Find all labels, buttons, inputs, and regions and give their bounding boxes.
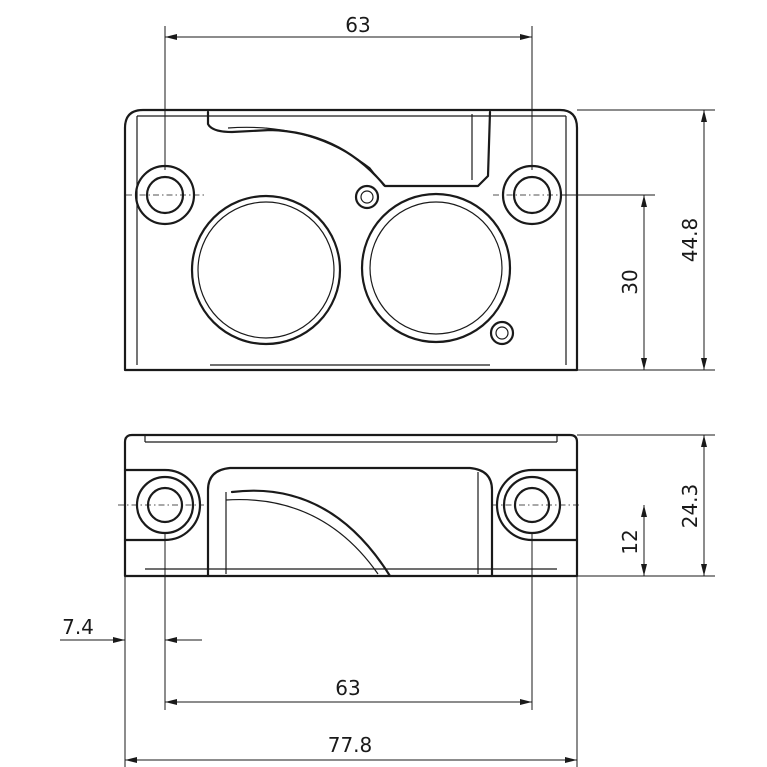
bottom-height-offset-label: 12 (618, 529, 642, 554)
top-view (123, 108, 579, 372)
top-height-offset-label: 30 (618, 269, 642, 294)
top-width-dimension: 63 (164, 13, 533, 170)
bottom-hole-spacing-label: 63 (335, 676, 360, 700)
bottom-view-body-outline (123, 433, 579, 578)
bottom-total-width-label: 77.8 (328, 733, 373, 757)
bottom-view (118, 433, 580, 578)
top-view-left-bore (190, 194, 342, 346)
bottom-height-total-dimension: 24.3 (577, 434, 715, 577)
top-width-label: 63 (345, 13, 370, 37)
bottom-view-center-pocket (206, 466, 494, 578)
top-view-channel-inner-curve (227, 126, 385, 187)
bottom-total-width-dimension: 77.8 (125, 733, 577, 763)
top-view-right-bore (360, 192, 512, 344)
bottom-edge-offset-dimension: 7.4 (60, 615, 202, 643)
top-height-offset-dimension: 30 (561, 194, 655, 370)
bottom-edge-offset-label: 7.4 (62, 615, 94, 639)
bottom-view-channel-inner-curve (225, 498, 379, 575)
bottom-hole-spacing-dimension: 63 (165, 676, 532, 705)
top-view-curved-channel (206, 110, 492, 188)
top-view-small-pin-lower (489, 320, 515, 346)
top-height-total-dimension: 44.8 (577, 109, 715, 371)
top-view-small-pin-upper (354, 184, 380, 210)
bottom-view-curved-channel (230, 489, 392, 578)
bottom-height-offset-dimension: 12 (618, 505, 647, 576)
top-view-body-outline (123, 108, 579, 372)
top-height-total-label: 44.8 (678, 218, 702, 263)
bottom-height-total-label: 24.3 (678, 484, 702, 529)
